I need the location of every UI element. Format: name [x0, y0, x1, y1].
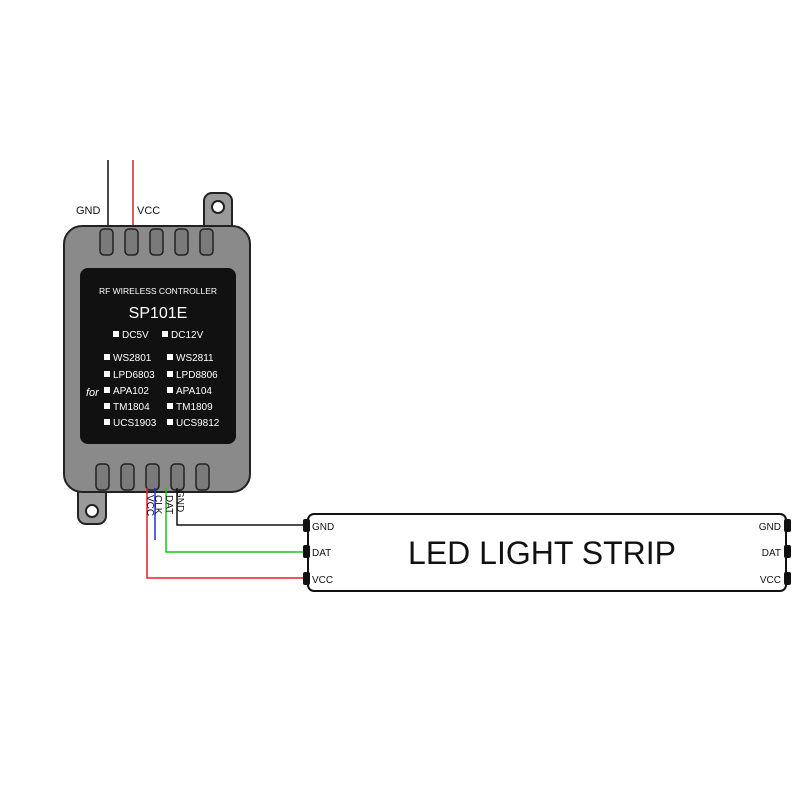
input-vcc-label: VCC [137, 205, 160, 217]
chip-right-5: UCS9812 [176, 418, 220, 429]
strip-title: LED LIGHT STRIP [408, 535, 676, 571]
output-clk-label: CLK [152, 495, 163, 515]
chip-right-1: WS2811 [176, 353, 214, 364]
chip-list-right: WS2811 LPD8806 APA104 TM1809 UCS9812 [167, 353, 220, 429]
controller-label-panel: RF WIRELESS CONTROLLER SP101E DC5V DC12V… [80, 268, 236, 444]
strip-left-pads [303, 519, 310, 585]
strip-right-gnd-label: GND [759, 522, 781, 533]
output-vcc-wire [146, 488, 306, 579]
chip-left-1: WS2801 [113, 353, 152, 364]
strip-right-pads [784, 519, 791, 585]
left-pad-vcc [303, 572, 310, 585]
screw-hole-bottom [85, 504, 99, 518]
left-pad-dat [303, 545, 310, 558]
top-ridges [99, 228, 214, 256]
right-pad-gnd [784, 519, 791, 532]
voltage-option-2: DC12V [171, 330, 204, 341]
output-vcc-label: VCC [144, 495, 155, 516]
chip-right-3: APA104 [176, 386, 212, 397]
chip-left-4: TM1804 [113, 402, 150, 413]
strip-right-vcc-label: VCC [760, 575, 781, 586]
strip-left-gnd-label: GND [312, 522, 334, 533]
chip-right-2: LPD8806 [176, 370, 218, 381]
output-pin-labels: VCC CLK DAT GND [144, 490, 185, 516]
input-gnd-label: GND [76, 205, 101, 217]
output-dat-label: DAT [163, 495, 174, 514]
right-pad-dat [784, 545, 791, 558]
led-strip: LED LIGHT STRIP GND DAT VCC GND DAT VCC [303, 513, 791, 592]
controller-model: SP101E [129, 305, 188, 322]
left-pad-gnd [303, 519, 310, 532]
chip-left-5: UCS1903 [113, 418, 157, 429]
right-pad-vcc [784, 572, 791, 585]
chip-left-3: APA102 [113, 386, 149, 397]
strip-left-vcc-label: VCC [312, 575, 333, 586]
chip-right-4: TM1809 [176, 402, 213, 413]
output-dat-wire [165, 488, 306, 553]
for-label: for [86, 387, 100, 399]
controller-subtitle: RF WIRELESS CONTROLLER [99, 286, 217, 296]
output-gnd-wire [176, 488, 306, 526]
output-wires [146, 488, 306, 579]
strip-right-dat-label: DAT [762, 548, 781, 559]
output-gnd-label: GND [174, 490, 185, 512]
voltage-option-1: DC5V [122, 330, 149, 341]
voltage-options: DC5V DC12V [113, 330, 204, 341]
mounting-tab-top [203, 192, 233, 234]
strip-left-dat-label: DAT [312, 548, 331, 559]
screw-hole-top [211, 200, 225, 214]
chip-list-left: WS2801 LPD6803 APA102 TM1804 UCS1903 [104, 353, 157, 429]
bottom-ridges [95, 463, 210, 491]
input-wires: GND VCC [76, 160, 160, 232]
chip-left-2: LPD6803 [113, 370, 155, 381]
